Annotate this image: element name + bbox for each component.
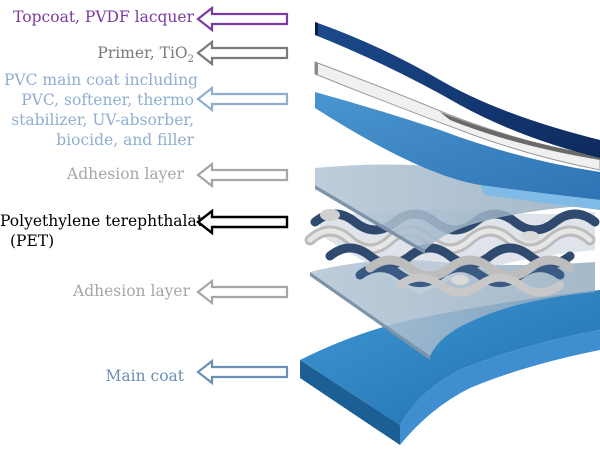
label-pvc-line: stabilizer, UV-absorber, [11,111,194,129]
arrow-left-icon [196,6,289,32]
pvc-main-coat-layer [315,92,600,210]
label-pvc-line: PVC main coat including [4,71,198,89]
label-primer-main: Primer, TiO [97,44,188,62]
label-pvc-line: PVC, softener, thermo [21,91,194,109]
label-adhesion-layer-bottom: Adhesion layer [73,282,190,300]
primer-layer [314,61,600,171]
label-pvc-line: biocide, and filler [56,131,194,149]
label-topcoat: Topcoat, PVDF lacquer [13,8,194,26]
arrow-left-icon [196,209,289,235]
arrow-topcoat [196,6,289,32]
arrow-left-icon [196,86,289,112]
arrow-pet [196,209,289,235]
label-pet-line: Polyethylene terephthalate [0,212,213,230]
label-primer-subscript: 2 [187,54,194,66]
arrow-main-coat [196,359,289,385]
main-coat-layer [300,290,600,445]
arrow-primer [196,40,289,66]
arrow-adhesion-bottom [196,279,289,305]
arrow-left-icon [196,40,289,66]
arrow-adhesion-top [196,162,289,188]
layer-illustration [300,22,600,445]
label-pet: Polyethylene terephthalate (PET) [0,211,213,251]
arrow-left-icon [196,279,289,305]
topcoat-layer [315,22,600,158]
label-main-coat: Main coat [105,367,184,385]
arrow-left-icon [196,359,289,385]
label-adhesion-layer-top: Adhesion layer [67,165,184,183]
label-primer: Primer, TiO2 [4,43,194,70]
label-pvc-main-coat: PVC main coat including PVC, softener, t… [4,70,198,150]
arrow-pvc-main-coat [196,86,289,112]
arrow-left-icon [196,162,289,188]
label-pet-line: (PET) [10,232,55,250]
